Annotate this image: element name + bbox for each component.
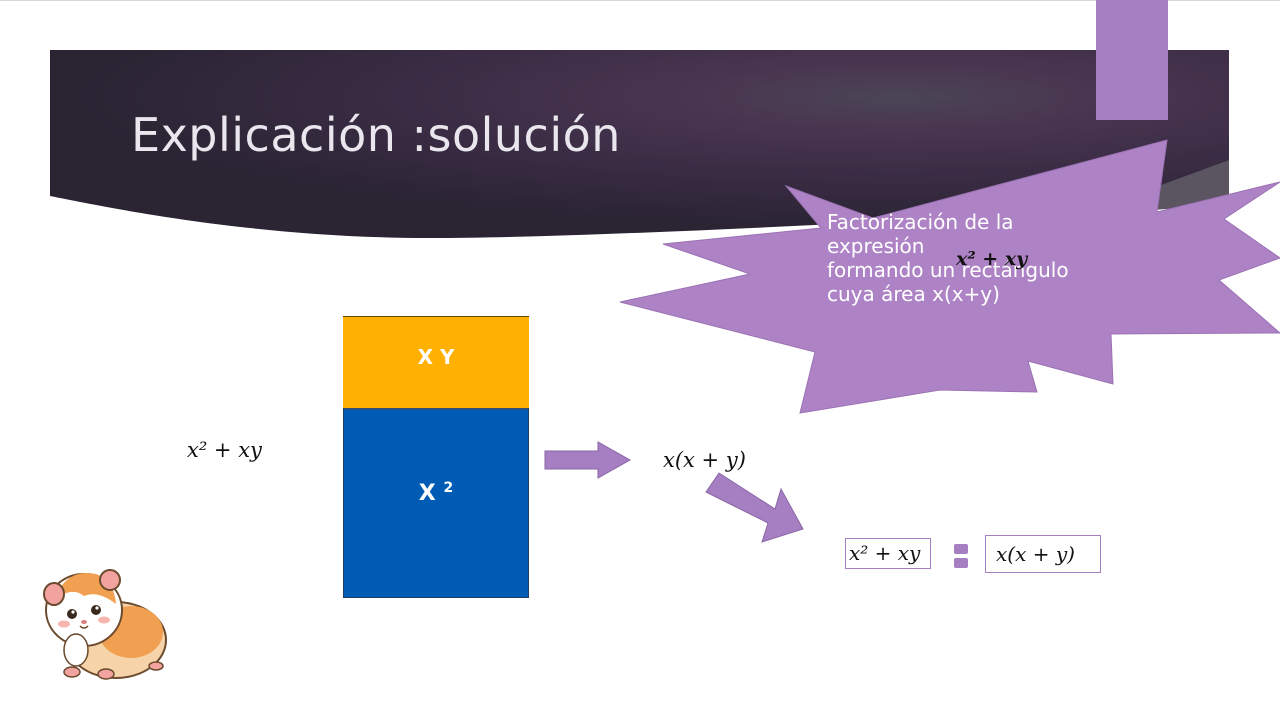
callout-line-1: Factorización de la (827, 210, 1014, 234)
expression-left: x² + xy (187, 438, 262, 462)
right-arrow (544, 441, 632, 479)
top-border (0, 0, 1280, 1)
area-label-xy: X Y (417, 345, 455, 369)
area-rect-xy (343, 316, 529, 409)
hamster-illustration (43, 569, 167, 680)
callout-line-2: expresión (827, 234, 925, 258)
callout-text: Factorización de la expresión formando u… (827, 210, 1127, 306)
area-label-x-squared: X 2 (343, 480, 529, 506)
callout-expression: x² + xy (956, 248, 1028, 270)
slide-title: Explicación :solución (131, 108, 621, 162)
area-label-exponent: 2 (443, 480, 454, 496)
area-label-base: X (418, 481, 436, 506)
equation-left-box: x² + xy (845, 538, 931, 569)
callout-line-3: formando un rectángulo (827, 258, 1069, 282)
area-rect-x-squared (343, 408, 529, 598)
down-right-arrow (705, 472, 804, 543)
purple-accent-tab (1096, 0, 1168, 120)
expression-factored: x(x + y) (663, 448, 746, 472)
equation-right-box: x(x + y) (985, 535, 1101, 573)
callout-line-4: cuya área x(x+y) (827, 282, 1000, 306)
equals-icon (954, 544, 968, 568)
